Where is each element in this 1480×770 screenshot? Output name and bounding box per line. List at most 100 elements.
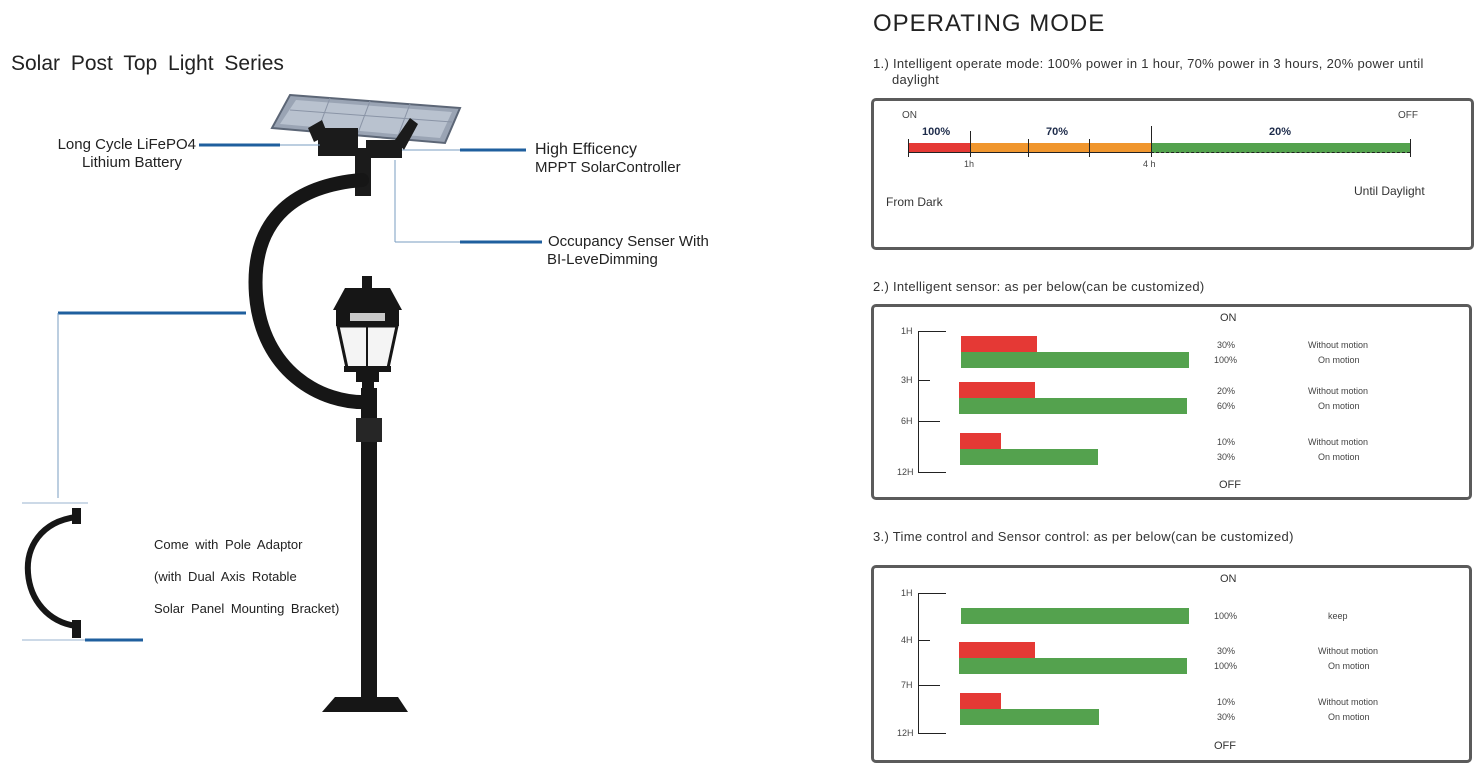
s1-tick-end: [1410, 139, 1411, 157]
battery-callout-line1: Long Cycle LiFePO4: [57, 136, 196, 153]
s2-row2-green-label: On motion: [1318, 401, 1360, 411]
s3-tick-2: [918, 640, 930, 641]
lantern: [333, 276, 402, 394]
s2-row2-green-pct: 60%: [1217, 401, 1236, 411]
s2-row2-green-bar: [959, 398, 1187, 414]
controller-callout-line1: High Efficency: [535, 141, 637, 158]
s3-tick-label-1: 1H: [901, 588, 913, 598]
s2-row2-red-label: Without motion: [1308, 386, 1369, 396]
s1-on-label: ON: [902, 110, 917, 121]
s2-tick-label-4: 12H: [897, 467, 914, 477]
s2-tick-label-1: 1H: [901, 326, 913, 336]
controller-callout-line2: MPPT SolarController: [535, 159, 681, 176]
section2-box: ON OFF 1H 3H 6H 12H 30% 100% Without mot…: [871, 304, 1472, 500]
s3-row3-green-pct: 30%: [1217, 712, 1236, 722]
s1-seg-70-label: 70%: [1046, 126, 1069, 138]
s2-row1-red-label: Without motion: [1308, 340, 1369, 350]
s1-segment-20: [1151, 143, 1410, 153]
pole-adaptor: [24, 508, 81, 638]
s1-tick-start: [908, 139, 909, 157]
adaptor-line2: (with Dual Axis Rotable: [154, 569, 297, 584]
s3-row2-green-bar: [959, 658, 1187, 674]
section1-box: ON OFF 100% 70% 20% 1h 4 h From Dark Unt…: [871, 98, 1474, 250]
solar-panel: [270, 93, 462, 145]
s3-row2-green-label: On motion: [1328, 661, 1370, 671]
s3-tick-label-4: 12H: [897, 728, 914, 738]
s3-off-label: OFF: [1214, 740, 1236, 752]
s3-tick-1: [918, 593, 946, 594]
section1-heading: 1.) Intelligent operate mode: 100% power…: [873, 56, 1424, 71]
s3-row1-green-bar: [961, 608, 1189, 624]
s1-tick-2h: [1028, 139, 1029, 157]
s3-row3-green-bar: [960, 709, 1099, 725]
s3-row3-red-label: Without motion: [1318, 697, 1379, 707]
s2-row1-red-pct: 30%: [1217, 340, 1236, 350]
adaptor-line1: Come with Pole Adaptor: [154, 537, 303, 552]
s3-row2-red-bar: [959, 642, 1035, 658]
s1-from-dark: From Dark: [886, 195, 943, 209]
s2-tick-label-3: 6H: [901, 416, 913, 426]
s2-off-label: OFF: [1219, 479, 1241, 491]
s3-tick-3: [918, 685, 940, 686]
section3-heading: 3.) Time control and Sensor control: as …: [873, 529, 1294, 544]
s2-row1-green-pct: 100%: [1214, 355, 1238, 365]
sensor-callout-line1: Occupancy Senser With: [548, 233, 709, 250]
battery-callout: Long Cycle LiFePO4 Lithium Battery: [40, 136, 196, 172]
sensor-callout-line2: BI-LeveDimming: [547, 251, 658, 268]
s3-row3-red-bar: [960, 693, 1001, 709]
s3-row2-red-pct: 30%: [1217, 646, 1236, 656]
s2-on-label: ON: [1220, 312, 1237, 324]
product-illustration: [22, 93, 542, 712]
s2-row3-green-bar: [960, 449, 1098, 465]
s2-row1-green-bar: [961, 352, 1189, 368]
battery-callout-line2: Lithium Battery: [81, 154, 182, 171]
s3-on-label: ON: [1220, 573, 1237, 585]
leader-lines: [22, 143, 542, 642]
s1-seg-100-label: 100%: [922, 126, 951, 138]
section1-heading-cont: daylight: [892, 72, 940, 87]
s2-row2-red-bar: [959, 382, 1035, 398]
s3-row1-green-pct: 100%: [1214, 611, 1238, 621]
s1-segment-100: [908, 143, 970, 153]
s3-tick-label-3: 7H: [901, 680, 913, 690]
s1-seg-20-label: 20%: [1269, 126, 1292, 138]
s3-time-axis: [918, 593, 919, 733]
s1-off-label: OFF: [1398, 110, 1418, 121]
s1-tick-1h-label: 1h: [964, 159, 975, 169]
section2-heading: 2.) Intelligent sensor: as per below(can…: [873, 279, 1205, 294]
operating-mode-title: OPERATING MODE: [873, 10, 1106, 37]
s3-row2-green-pct: 100%: [1214, 661, 1238, 671]
s1-solid-line: [908, 152, 1151, 153]
pole-base: [322, 697, 408, 712]
s2-row3-green-label: On motion: [1318, 452, 1360, 462]
s2-row3-red-label: Without motion: [1308, 437, 1369, 447]
s2-tick-2: [918, 380, 930, 381]
s3-row1-green-label: keep: [1328, 611, 1348, 621]
series-title: Solar Post Top Light Series: [11, 52, 284, 75]
s2-tick-4: [918, 472, 946, 473]
s2-tick-label-2: 3H: [901, 375, 913, 385]
adaptor-line3: Solar Panel Mounting Bracket): [154, 601, 340, 616]
s2-row1-red-bar: [961, 336, 1037, 352]
s2-time-axis: [918, 331, 919, 472]
s3-tick-4: [918, 733, 946, 734]
curved-arm: [248, 173, 377, 410]
s2-row3-green-pct: 30%: [1217, 452, 1236, 462]
s3-row3-red-pct: 10%: [1217, 697, 1236, 707]
s3-row2-red-label: Without motion: [1318, 646, 1379, 656]
s1-tick-1h: [970, 131, 971, 157]
s2-row3-red-bar: [960, 433, 1001, 449]
s1-segment-70: [970, 143, 1151, 153]
s1-tick-4h-label: 4 h: [1143, 159, 1156, 169]
s2-row3-red-pct: 10%: [1217, 437, 1236, 447]
s2-row2-red-pct: 20%: [1217, 386, 1236, 396]
s1-tick-4h: [1151, 126, 1152, 157]
s2-row1-green-label: On motion: [1318, 355, 1360, 365]
controller-callout: High Efficency MPPT SolarController: [535, 141, 681, 177]
s1-tick-3h: [1089, 139, 1090, 157]
s2-tick-3: [918, 421, 940, 422]
section3-box: ON OFF 1H 4H 7H 12H 100% keep 30% 100% W…: [871, 565, 1472, 763]
s2-tick-1: [918, 331, 946, 332]
s1-until-daylight: Until Daylight: [1354, 184, 1425, 198]
s3-row3-green-label: On motion: [1328, 712, 1370, 722]
